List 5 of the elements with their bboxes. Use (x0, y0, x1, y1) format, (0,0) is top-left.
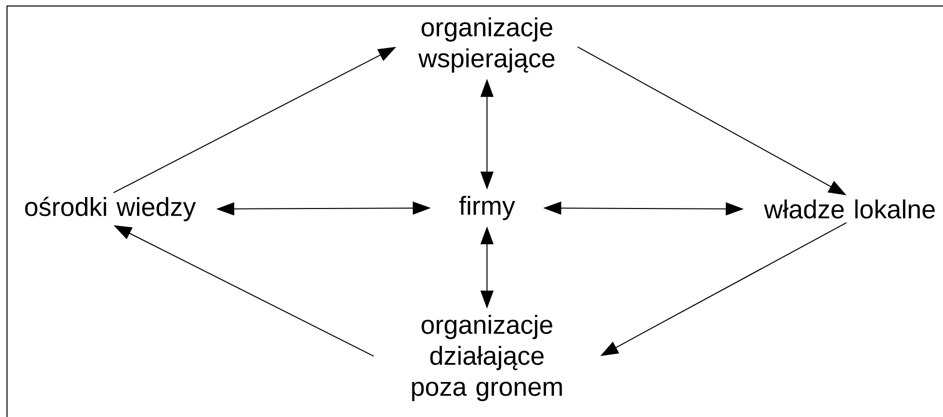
node-label: organizacje wspierające (418, 17, 554, 73)
node-label: ośrodki wiedzy (25, 196, 196, 222)
node-label: organizacje działające poza gronem (412, 314, 562, 402)
node-label: firmy (459, 196, 516, 220)
node-label: władze lokalne (764, 199, 935, 219)
